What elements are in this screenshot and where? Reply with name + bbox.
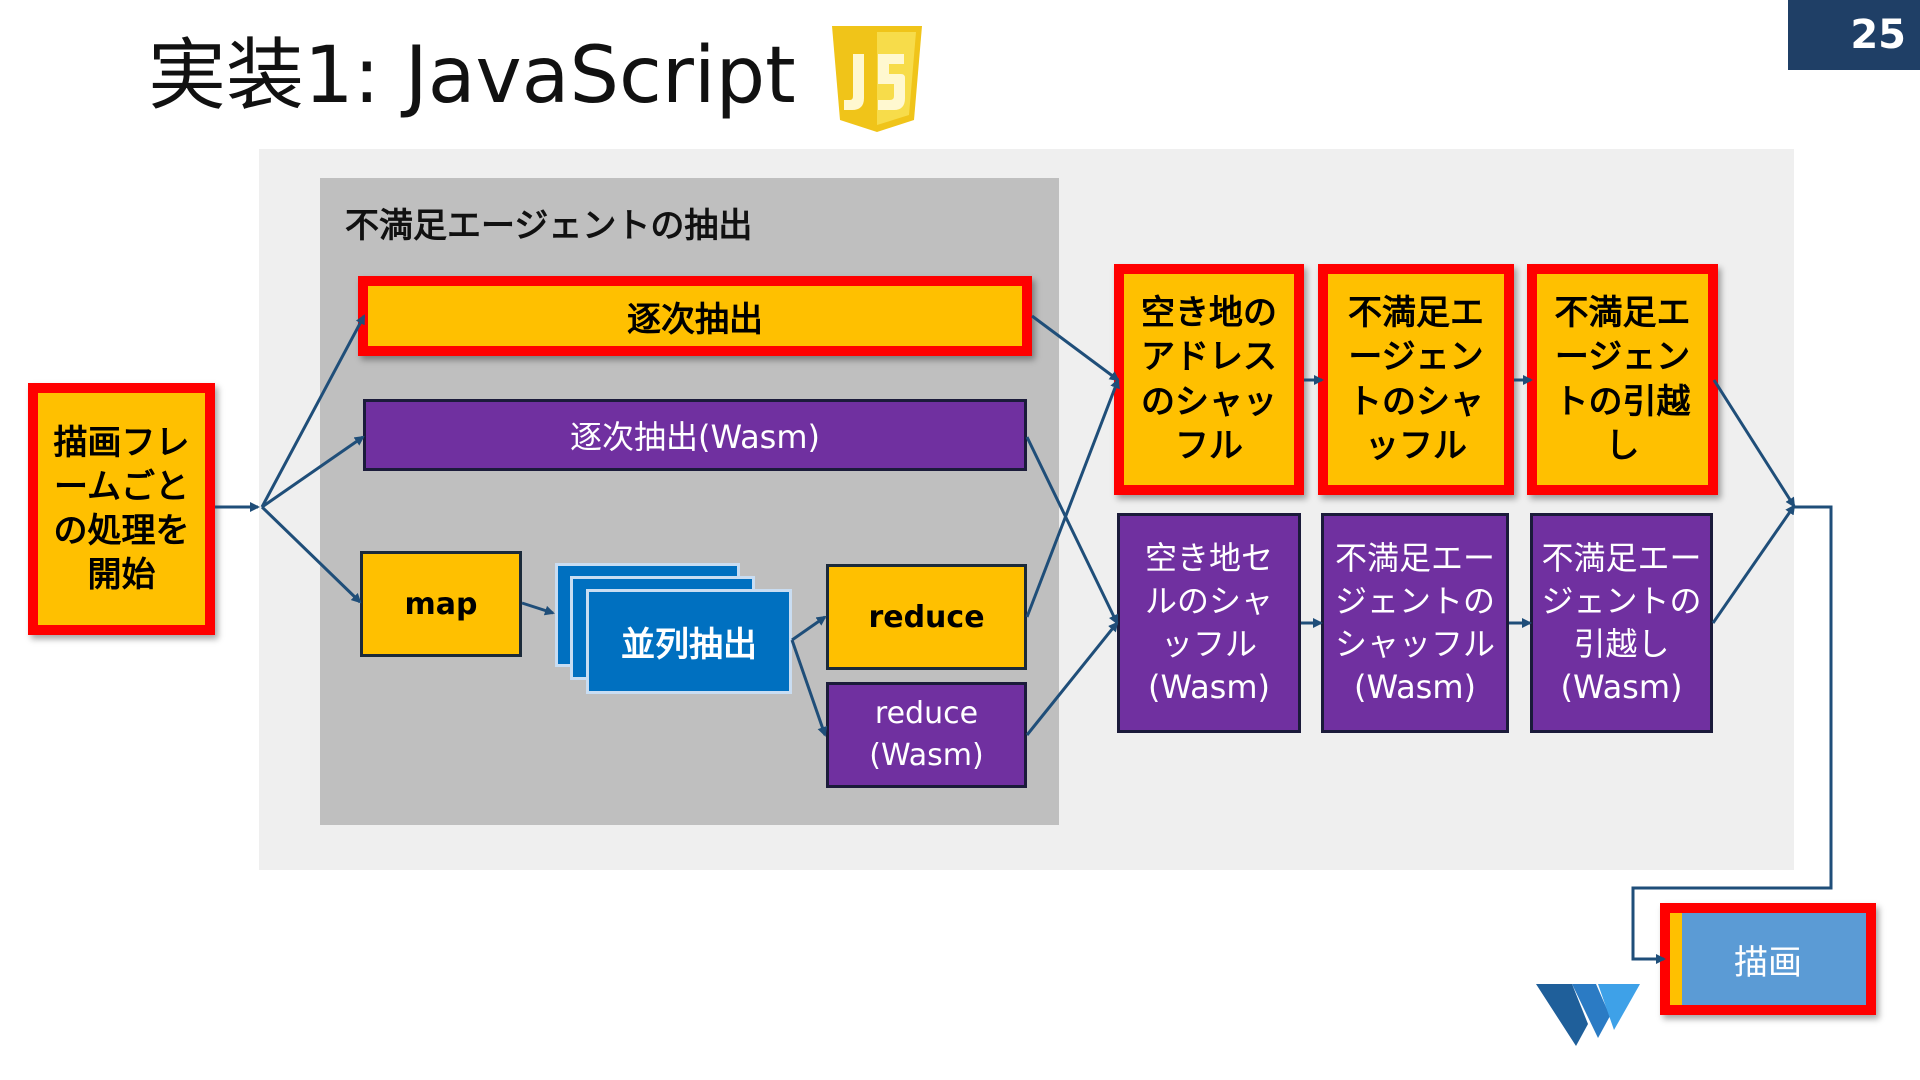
page-number-badge: 25 <box>1788 0 1920 70</box>
start-node: 描画フレームごとの処理を開始 <box>28 383 215 635</box>
arrow-parallel-to-reduce <box>791 615 827 642</box>
arrow-move-wasm-to-merge <box>1711 504 1796 624</box>
arrow-sequential-wasm-to-shuffle-wasm <box>1025 436 1119 625</box>
javascript-logo-icon <box>832 26 922 132</box>
shuffle-agents-wasm-node: 不満足エージェントのシャッフル(Wasm) <box>1321 513 1509 733</box>
sequential-extract-wasm-label: 逐次抽出(Wasm) <box>569 418 821 456</box>
sequential-extract-wasm-node: 逐次抽出(Wasm) <box>363 399 1027 471</box>
arrow-to-sequential <box>260 314 366 508</box>
move-agents-wasm-node: 不満足エージェントの引越し(Wasm) <box>1530 513 1713 733</box>
reduce-label: reduce <box>868 599 985 635</box>
shuffle-agents-label: 不満足エージェントのシャッフル <box>1348 293 1484 466</box>
arrow-reduce-wasm-to-shuffle-wasm <box>1025 621 1119 736</box>
shuffle-addresses-label: 空き地のアドレスのシャッフル <box>1141 293 1277 466</box>
sequential-extract-label: 逐次抽出 <box>627 299 763 340</box>
start-node-label: 描画フレームごとの処理を開始 <box>53 422 190 596</box>
arrow-reduce-to-shuffle <box>1025 378 1120 618</box>
arrow-move-to-merge <box>1712 379 1796 508</box>
arrow-parallel-to-reduce-wasm <box>790 639 828 737</box>
shuffle-cells-wasm-node: 空き地セルのシャッフル(Wasm) <box>1117 513 1301 733</box>
map-node: map <box>360 551 522 657</box>
extraction-group-title: 不満足エージェントの抽出 <box>345 206 753 246</box>
shuffle-addresses-node: 空き地のアドレスのシャッフル <box>1114 264 1304 495</box>
parallel-extract-label: 並列抽出 <box>621 625 757 665</box>
sequential-extract-node: 逐次抽出 <box>358 276 1032 356</box>
parallel-extract-node: 並列抽出 <box>586 589 792 694</box>
reduce-wasm-node: reduce (Wasm) <box>826 682 1027 788</box>
arrow-map-to-parallel <box>521 601 555 616</box>
shuffle-cells-wasm-label: 空き地セルのシャッフル(Wasm) <box>1144 538 1273 707</box>
slide-title: 実装1: JavaScript <box>148 31 796 121</box>
arrow-merge-to-draw <box>1631 505 1833 964</box>
shuffle-agents-wasm-label: 不満足エージェントのシャッフル(Wasm) <box>1334 538 1495 707</box>
map-label: map <box>404 586 478 622</box>
arrow-to-map <box>260 505 362 604</box>
company-logo-icon <box>1536 984 1640 1046</box>
reduce-wasm-label: reduce (Wasm) <box>869 696 984 773</box>
draw-label: 描画 <box>1734 942 1802 983</box>
move-agents-label: 不満足エージェントの引越し <box>1554 293 1691 466</box>
draw-node-accent <box>1670 913 1682 1005</box>
arrow-to-sequential-wasm <box>261 435 365 509</box>
move-agents-node: 不満足エージェントの引越し <box>1527 264 1718 495</box>
arrow-sequential-to-shuffle <box>1031 314 1120 382</box>
move-agents-wasm-label: 不満足エージェントの引越し(Wasm) <box>1541 538 1702 707</box>
reduce-node: reduce <box>826 564 1027 670</box>
